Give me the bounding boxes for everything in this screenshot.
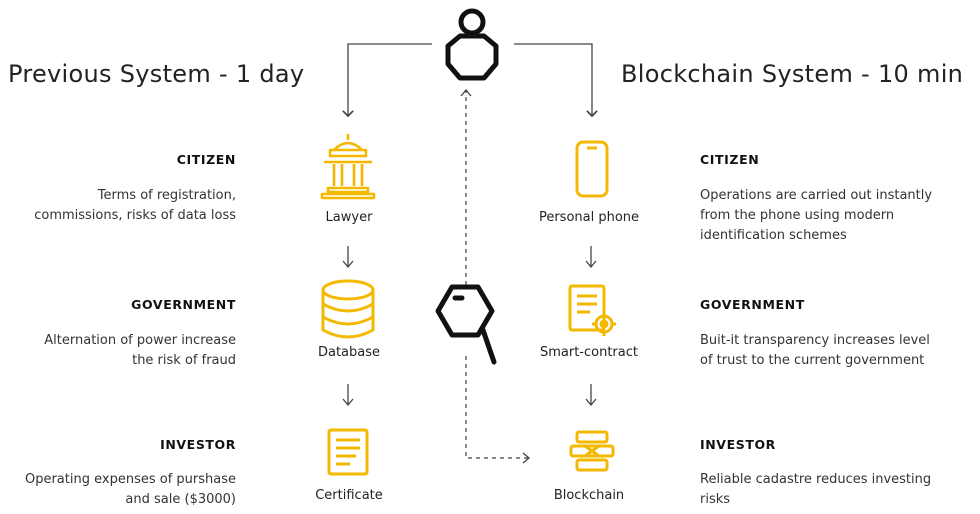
right-government-heading: GOVERNMENT [700,297,805,312]
down-arrow-right-1 [585,246,597,269]
left-citizen-description: Terms of registration,commissions, risks… [34,188,236,223]
node-label-certificate: Certificate [315,488,383,503]
right-investor-heading: INVESTOR [700,437,776,452]
smart-contract-icon [568,284,616,336]
blockchain-system-title: Blockchain System - 10 min [621,60,964,88]
database-icon [321,279,375,339]
node-label-blockchain: Blockchain [553,488,625,503]
node-label-database: Database [317,345,381,360]
certificate-icon [327,428,369,476]
magnifier-icon [435,284,497,365]
down-arrow-left-2 [342,384,354,407]
node-label-lawyer: Lawyer [325,210,373,225]
phone-icon [575,140,609,198]
user-to-right-connector [514,43,598,118]
blockchain-icon [569,430,615,472]
dashed-arrowhead-right [522,452,531,464]
user-to-left-connector [342,43,432,118]
node-label-smart-contract: Smart-contract [539,345,638,360]
dashed-arrowhead-up [460,88,472,97]
magnifier-to-blockchain-dashed-arrow [465,356,528,459]
previous-system-title: Previous System - 1 day [8,60,305,88]
down-arrow-left-1 [342,246,354,269]
left-investor-heading: INVESTOR [160,437,236,452]
user-icon [445,8,499,81]
left-government-heading: GOVERNMENT [131,297,236,312]
node-label-personal-phone: Personal phone [538,210,640,225]
down-arrow-right-2 [585,384,597,407]
bank-building-icon [320,134,376,200]
right-citizen-heading: CITIZEN [700,152,760,167]
left-citizen-heading: CITIZEN [176,152,236,167]
